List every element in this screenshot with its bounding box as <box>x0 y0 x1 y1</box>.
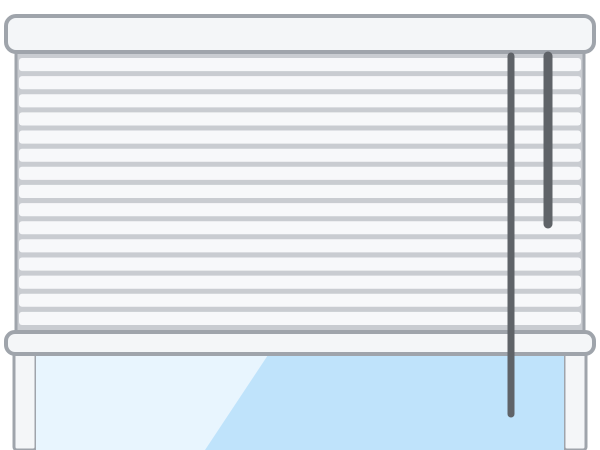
blind-slat <box>19 130 581 144</box>
blind-slats <box>19 58 581 325</box>
head-rail <box>4 14 596 54</box>
blind-slat <box>19 221 581 235</box>
bottom-rail <box>4 330 596 356</box>
glass-reflection <box>36 352 270 450</box>
blind-slat <box>19 94 581 108</box>
blind-slat <box>19 76 581 90</box>
window-frame-right-post <box>562 346 588 450</box>
blind-slat <box>19 148 581 162</box>
blind-slat <box>19 311 581 325</box>
window-frame-left-post <box>12 346 38 450</box>
blind-slat <box>19 275 581 289</box>
blind-slat <box>19 257 581 271</box>
blind-slat <box>19 58 581 72</box>
blind-slat <box>19 293 581 307</box>
blind-slat <box>19 184 581 198</box>
blind-slat <box>19 166 581 180</box>
blind-slat <box>19 112 581 126</box>
blind-slat <box>19 239 581 253</box>
window-glass <box>36 350 564 450</box>
blind-slat <box>19 203 581 217</box>
